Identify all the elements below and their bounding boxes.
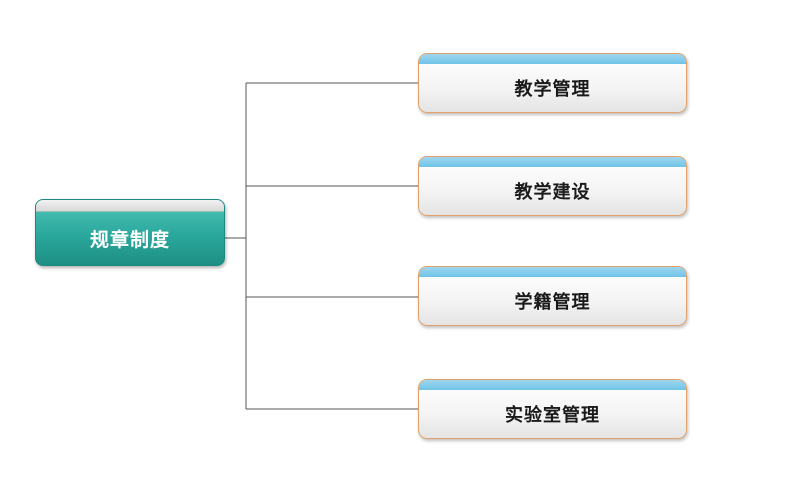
child-node-teaching-construction[interactable]: 教学建设 [418, 156, 687, 216]
root-node[interactable]: 规章制度 [35, 199, 225, 266]
root-node-cap [36, 200, 224, 212]
root-node-label: 规章制度 [89, 228, 170, 251]
child-node-laboratory-management[interactable]: 实验室管理 [418, 379, 687, 439]
child-node-teaching-management[interactable]: 教学管理 [418, 53, 687, 113]
child-node-student-status-management[interactable]: 学籍管理 [418, 266, 687, 326]
child-node-label: 教学管理 [514, 79, 591, 100]
child-node-cap [419, 157, 686, 167]
child-node-label: 学籍管理 [514, 292, 591, 313]
child-node-cap [419, 267, 686, 277]
child-node-cap [419, 54, 686, 64]
child-node-label: 教学建设 [514, 182, 591, 203]
child-node-label: 实验室管理 [505, 405, 600, 426]
child-node-cap [419, 380, 686, 390]
